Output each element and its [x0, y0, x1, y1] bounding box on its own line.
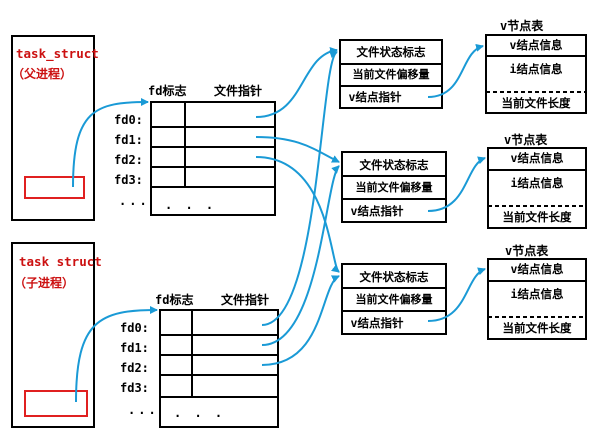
- file-entry-1-offset: 当前文件偏移量: [352, 68, 430, 81]
- arrow-file-entry-3-to-vnode-3: [427, 267, 486, 322]
- vnode-table-3-file-length: 当前文件长度: [502, 321, 572, 335]
- vnode-table-1-vnode-info: v结点信息: [509, 38, 563, 52]
- parent-process-box: [11, 35, 95, 221]
- child-fd-flag-header: fd标志: [155, 293, 194, 307]
- child-process-role: （子进程）: [14, 276, 75, 290]
- file-entry-3-offset: 当前文件偏移量: [355, 293, 433, 306]
- arrow-child-fd2-to-file-entry-3: [261, 275, 340, 366]
- vnode-table-1-file-length: 当前文件长度: [501, 96, 571, 110]
- vnode-table-2-file-length: 当前文件长度: [502, 210, 572, 224]
- arrow-parent-to-fd-table: [72, 98, 149, 188]
- arrow-parent-fd1-to-file-entry-2: [255, 136, 340, 163]
- vnode-table-3: [487, 258, 587, 340]
- child-fd-pointer-marker: [24, 390, 88, 417]
- vnode-table-3-inode-info: i结点信息: [510, 287, 564, 301]
- parent-fd-pointer-marker: [24, 176, 85, 199]
- child-fd3-label: fd3:: [120, 381, 149, 395]
- arrow-parent-fd2-to-file-entry-3: [255, 156, 340, 273]
- child-fd1-label: fd1:: [120, 341, 149, 355]
- file-entry-2-vnode-ptr: v结点指针: [350, 204, 404, 218]
- parent-fd0-label: fd0:: [114, 113, 143, 127]
- file-entry-2-offset: 当前文件偏移量: [355, 181, 433, 194]
- vnode-table-2-vnode-info: v结点信息: [510, 151, 564, 165]
- child-fd0-label: fd0:: [120, 321, 149, 335]
- child-fd-table: [159, 309, 279, 428]
- child-process-box: [11, 242, 95, 428]
- arrow-parent-fd0-to-file-entry-1: [255, 46, 338, 118]
- child-table-dots: . . .: [174, 406, 226, 420]
- child-fd-ellipsis: ...: [128, 403, 159, 417]
- vnode-table-2: [487, 147, 587, 229]
- vnode-table-3-title: v节点表: [505, 244, 549, 258]
- parent-fd2-label: fd2:: [114, 153, 143, 167]
- arrow-child-fd1-to-file-entry-2: [261, 165, 340, 346]
- file-entry-1-vnode-ptr: v结点指针: [348, 90, 402, 104]
- vnode-table-1: [485, 34, 587, 114]
- parent-process-name: task_struct: [16, 46, 99, 61]
- parent-fd3-label: fd3:: [114, 173, 143, 187]
- file-table-entry-3: [341, 263, 447, 335]
- parent-fd-flag-header: fd标志: [148, 84, 187, 98]
- parent-fd-table: [150, 101, 276, 216]
- arrow-child-to-fd-table: [75, 306, 158, 403]
- parent-process-role: （父进程）: [12, 67, 73, 81]
- parent-file-ptr-header: 文件指针: [214, 84, 263, 98]
- vnode-table-1-title: v节点表: [500, 19, 544, 33]
- file-entry-3-status-flag: 文件状态标志: [359, 270, 429, 284]
- vnode-table-1-inode-info: i结点信息: [509, 62, 563, 76]
- vnode-table-2-inode-info: i结点信息: [510, 176, 564, 190]
- parent-fd1-label: fd1:: [114, 133, 143, 147]
- child-fd2-label: fd2:: [120, 361, 149, 375]
- child-process-name: task struct: [19, 254, 102, 269]
- parent-fd-ellipsis: ...: [119, 194, 150, 208]
- child-file-ptr-header: 文件指针: [221, 293, 270, 307]
- arrow-file-entry-1-to-vnode-1: [427, 43, 484, 98]
- file-entry-3-vnode-ptr: v结点指针: [350, 316, 404, 330]
- vnode-table-2-title: v节点表: [504, 133, 548, 147]
- file-table-entry-2: [341, 151, 447, 223]
- parent-table-dots: . . .: [165, 198, 217, 212]
- arrow-file-entry-2-to-vnode-2: [427, 156, 486, 212]
- file-entry-1-status-flag: 文件状态标志: [356, 45, 426, 59]
- vnode-table-3-vnode-info: v结点信息: [510, 262, 564, 276]
- file-entry-2-status-flag: 文件状态标志: [359, 158, 429, 172]
- file-table-entry-1: [339, 39, 443, 109]
- arrow-child-fd0-to-file-entry-1: [261, 50, 338, 326]
